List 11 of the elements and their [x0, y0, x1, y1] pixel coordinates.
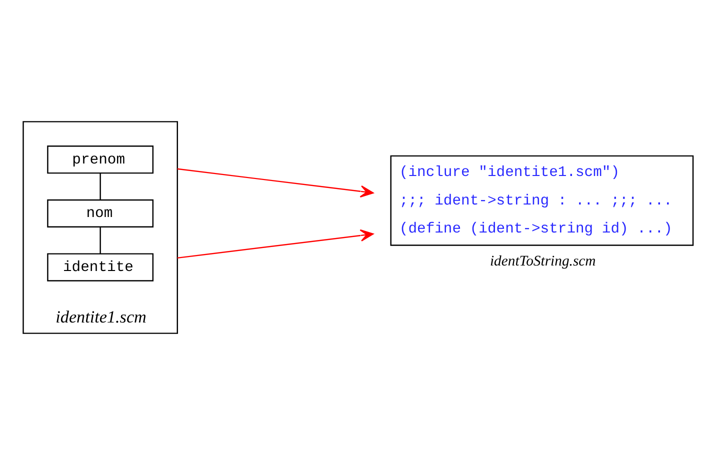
connector — [100, 173, 101, 200]
node-box: nom — [47, 199, 154, 228]
node-label: identToString.scm — [490, 254, 596, 270]
node-box: (inclure "identite1.scm") ;;; ident->string : ... ;;; ... (define (ident->string id) ...) — [390, 155, 694, 246]
node-box: identite — [47, 253, 154, 282]
cluster — [22, 121, 178, 334]
arrow — [177, 229, 374, 259]
arrow — [177, 168, 374, 198]
connector — [100, 227, 101, 254]
node-label: identite1.scm — [56, 308, 146, 327]
node-box: prenom — [47, 146, 154, 174]
